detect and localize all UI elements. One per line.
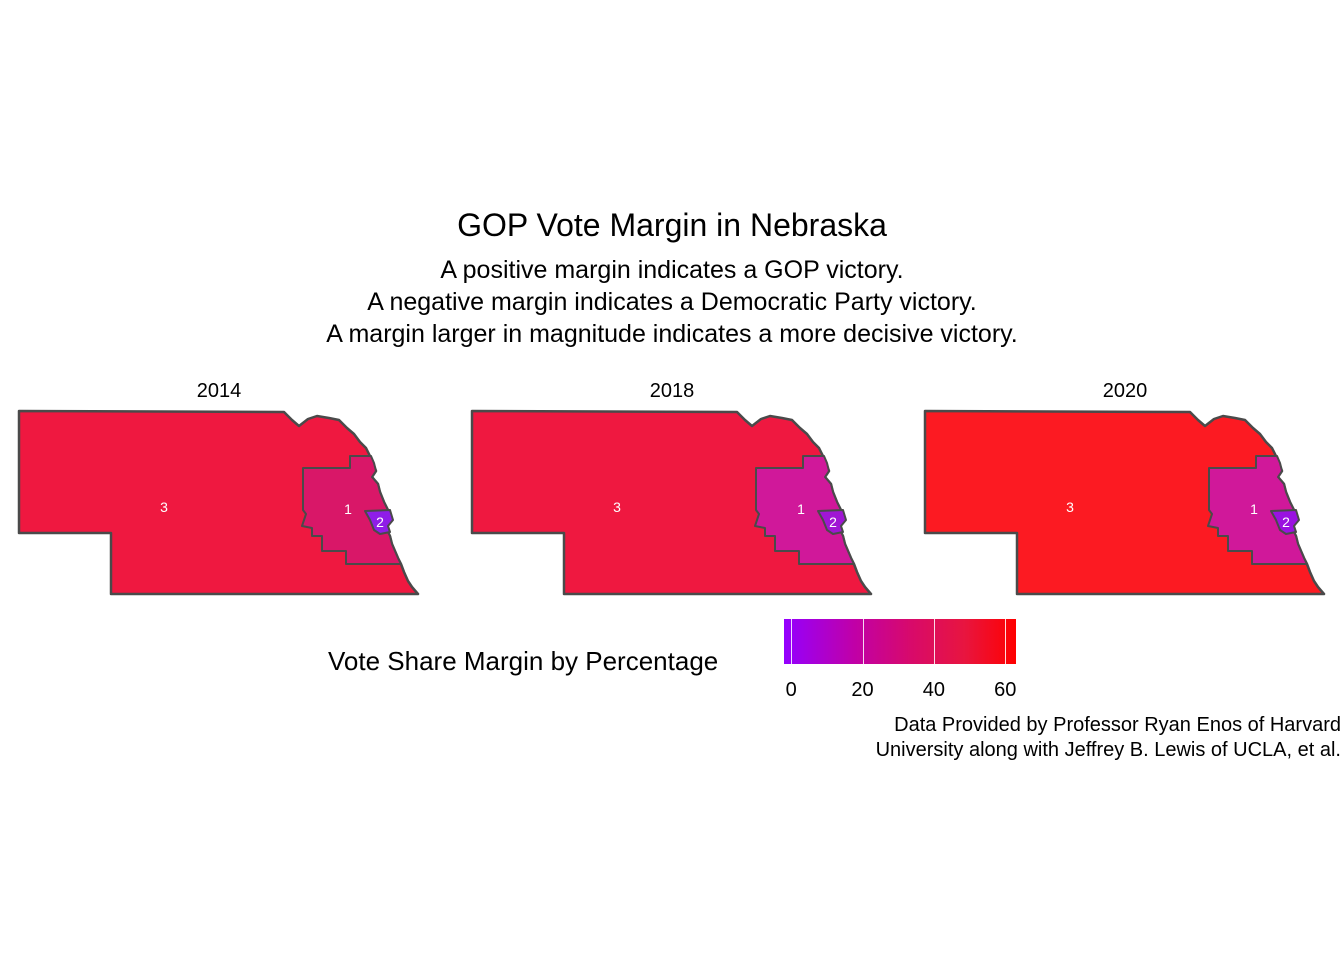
district-1[interactable] (754, 455, 855, 565)
map-panel-2014: 2014 3 1 2 (14, 376, 424, 606)
legend-title: Vote Share Margin by Percentage (328, 646, 719, 676)
map-panel-2020: 2020 3 1 2 (920, 376, 1330, 606)
panel-year-label: 2020 (1102, 380, 1148, 402)
legend-tick-label: 20 (851, 679, 874, 701)
district-label-3: 3 (1066, 499, 1074, 515)
legend-tick (791, 619, 793, 664)
subtitle-line-1: A positive margin indicates a GOP victor… (440, 256, 904, 284)
district-label-2: 2 (1282, 514, 1290, 530)
district-2[interactable] (364, 509, 394, 535)
chart-title: GOP Vote Margin in Nebraska (457, 207, 887, 243)
district-label-2: 2 (829, 514, 837, 530)
legend-tick (862, 619, 864, 664)
legend-tick-label: 0 (785, 679, 797, 701)
district-1[interactable] (1207, 455, 1308, 565)
district-label-1: 1 (344, 501, 352, 517)
panel-year-label: 2014 (196, 380, 242, 402)
district-label-3: 3 (613, 499, 621, 515)
district-label-3: 3 (160, 499, 168, 515)
legend-tick-label: 60 (994, 679, 1017, 701)
caption-line-1: Data Provided by Professor Ryan Enos of … (894, 714, 1341, 736)
nebraska-map: 3 1 2 (923, 409, 1326, 596)
caption-line-2: University along with Jeffrey B. Lewis o… (875, 739, 1341, 761)
nebraska-map: 3 1 2 (470, 409, 873, 596)
district-1[interactable] (301, 455, 402, 565)
map-panel-2018: 2018 3 1 2 (467, 376, 877, 606)
district-label-1: 1 (1250, 501, 1258, 517)
subtitle-line-2: A negative margin indicates a Democratic… (367, 288, 977, 316)
panel-year-label: 2018 (649, 380, 695, 402)
district-2[interactable] (817, 509, 847, 535)
subtitle-line-3: A margin larger in magnitude indicates a… (326, 320, 1018, 348)
legend-tick (933, 619, 935, 664)
district-label-1: 1 (797, 501, 805, 517)
nebraska-map: 3 1 2 (17, 409, 420, 596)
legend-colorbar (784, 619, 1016, 664)
district-2[interactable] (1270, 509, 1300, 535)
district-label-2: 2 (376, 514, 384, 530)
legend-tick-label: 40 (922, 679, 946, 701)
legend-tick (1005, 619, 1007, 664)
